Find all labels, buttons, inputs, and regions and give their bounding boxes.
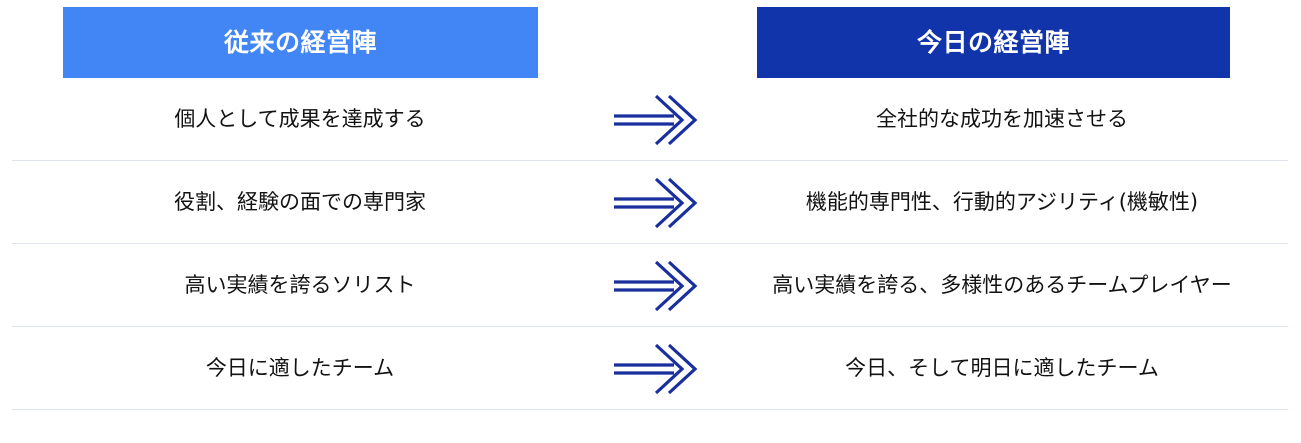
row-left-cell: 高い実績を誇るソリスト	[35, 244, 565, 327]
transition-arrow-icon	[590, 161, 725, 244]
row-right-text: 機能的専門性、行動的アジリティ(機敏性)	[805, 190, 1199, 215]
row-left-cell: 役割、経験の面での専門家	[35, 161, 565, 244]
table-row: 高い実績を誇るソリスト 高い実績を誇る、多様性のあるチームプレイヤー	[0, 244, 1301, 327]
row-right-cell: 高い実績を誇る、多様性のあるチームプレイヤー	[722, 244, 1282, 327]
row-left-text: 今日に適したチーム	[205, 356, 395, 381]
row-right-text: 今日、そして明日に適したチーム	[845, 356, 1159, 381]
row-left-text: 役割、経験の面での専門家	[174, 190, 426, 215]
table-row: 今日に適したチーム 今日、そして明日に適したチーム	[0, 327, 1301, 410]
row-right-text: 全社的な成功を加速させる	[876, 107, 1128, 132]
table-row: 役割、経験の面での専門家 機能的専門性、行動的アジリティ(機敏性)	[0, 161, 1301, 244]
row-left-cell: 今日に適したチーム	[35, 327, 565, 410]
row-left-text: 個人として成果を達成する	[174, 107, 426, 132]
row-right-cell: 機能的専門性、行動的アジリティ(機敏性)	[722, 161, 1282, 244]
right-header-label: 今日の経営陣	[916, 28, 1070, 57]
row-left-text: 高い実績を誇るソリスト	[184, 273, 416, 298]
row-divider	[12, 243, 1288, 244]
table-row: 個人として成果を達成する 全社的な成功を加速させる	[0, 78, 1301, 161]
left-header-label: 従来の経営陣	[223, 28, 377, 57]
row-divider	[12, 326, 1288, 327]
transition-arrow-icon	[590, 78, 725, 161]
row-right-cell: 今日、そして明日に適したチーム	[722, 327, 1282, 410]
right-column-header: 今日の経営陣	[757, 7, 1230, 78]
table-body: 個人として成果を達成する 全社的な成功を加速させる役割、経験の面での専門家 機能的専…	[0, 78, 1301, 410]
right-header-chip: 今日の経営陣	[757, 7, 1230, 78]
left-column-header: 従来の経営陣	[63, 7, 538, 78]
left-header-chip: 従来の経営陣	[63, 7, 538, 78]
transition-arrow-icon	[590, 327, 725, 410]
row-left-cell: 個人として成果を達成する	[35, 78, 565, 161]
row-divider	[12, 160, 1288, 161]
row-right-cell: 全社的な成功を加速させる	[722, 78, 1282, 161]
row-divider	[12, 409, 1288, 410]
row-right-text: 高い実績を誇る、多様性のあるチームプレイヤー	[772, 273, 1232, 298]
transition-arrow-icon	[590, 244, 725, 327]
